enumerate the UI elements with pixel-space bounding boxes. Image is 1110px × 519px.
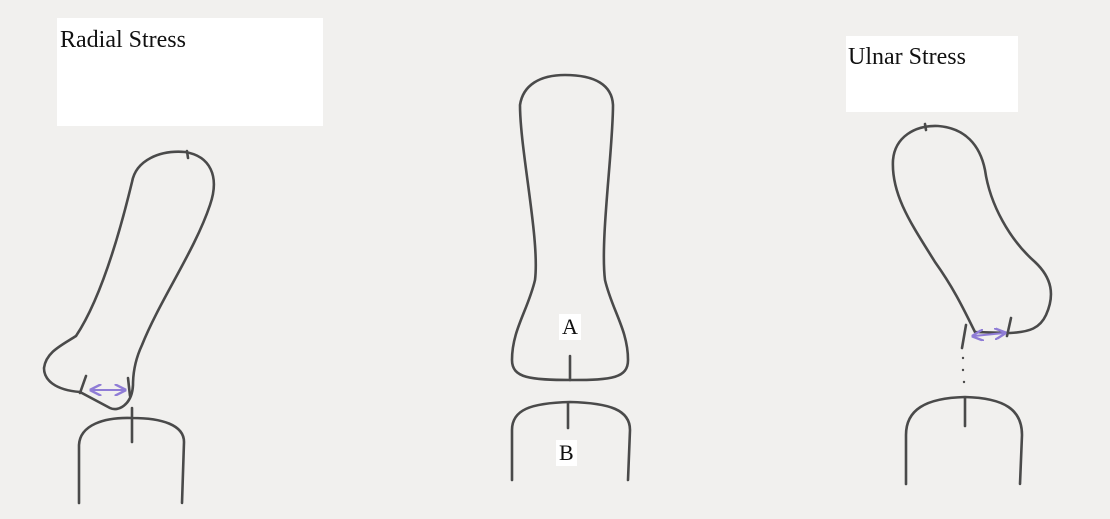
radial-left-joint-mark [80,376,86,393]
ulnar-dot-2 [962,369,964,371]
radial-phalanx-outline [44,152,214,409]
ulnar-stress-label: Ulnar Stress [848,45,966,69]
radial-stress-figure [44,151,214,503]
ulnar-tip-mark [925,124,926,130]
radial-tip-mark [187,151,188,158]
label-b: B [556,440,577,466]
neutral-figure [512,75,630,480]
ulnar-dot-1 [962,357,964,359]
radial-stress-label: Radial Stress [60,28,186,52]
ulnar-stress-figure [893,124,1051,484]
ulnar-phalanx-outline [893,126,1051,333]
label-a: A [559,314,581,340]
ulnar-dot-3 [963,381,965,383]
ulnar-left-joint-mark [962,325,966,348]
radial-right-joint-mark [128,378,130,396]
